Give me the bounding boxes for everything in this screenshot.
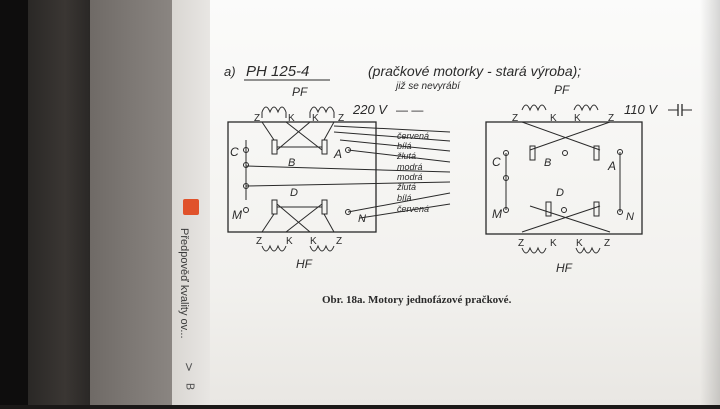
right-hf-coil-1 <box>521 246 547 254</box>
left-letter-m: M <box>232 208 242 222</box>
right-frame <box>485 121 643 235</box>
left-bottom-term-k1: K <box>286 236 293 247</box>
right-pf-coil-2 <box>573 104 599 112</box>
left-hf-label: HF <box>296 257 313 271</box>
left-pf-coil-1 <box>261 106 287 114</box>
side-panel-tab-label[interactable]: Předpověď kvality ov... <box>178 228 190 339</box>
right-top-term-k2: K <box>574 113 581 124</box>
right-bottom-term-z2: Z <box>604 238 610 249</box>
right-letter-d: D <box>556 187 564 199</box>
left-letter-b: B <box>288 157 295 169</box>
wire-label-1: červená <box>397 131 429 141</box>
left-top-term-z1: Z <box>254 113 260 124</box>
right-top-term-z2: Z <box>608 113 614 124</box>
wire-label-7: bílá <box>397 193 412 203</box>
right-letter-n: N <box>626 211 634 223</box>
left-bottom-term-k2: K <box>310 236 317 247</box>
right-letter-a: A <box>607 159 616 173</box>
note-label: (pračkové motorky - stará výroba); <box>368 63 581 79</box>
left-hf-coil-2 <box>309 244 335 252</box>
background-gap <box>28 0 90 405</box>
app-logo-icon[interactable] <box>183 199 199 215</box>
model-label: PH 125-4 <box>246 63 309 80</box>
monitor-bezel <box>0 0 28 405</box>
right-top-term-k1: K <box>550 113 557 124</box>
right-letter-c: C <box>492 155 501 169</box>
left-letter-d: D <box>290 187 298 199</box>
left-top-term-k1: K <box>288 113 295 124</box>
wire-label-6: žlutá <box>396 182 416 192</box>
left-pf-label: PF <box>292 85 308 99</box>
reader-icon[interactable]: B <box>183 382 197 391</box>
left-hf-coil-1 <box>261 244 287 252</box>
right-pf-coil-1 <box>521 104 547 112</box>
left-letter-n: N <box>358 213 366 225</box>
diagram-right: PF Z K K Z 110 V C A B D M N Z K K <box>485 83 692 275</box>
note2-label: již se nevyrábí <box>394 81 461 92</box>
left-voltage-label: 220 V <box>352 102 388 117</box>
heading-label: a) <box>224 64 236 79</box>
wire-label-5: modrá <box>397 172 423 182</box>
right-letter-m: M <box>492 207 502 221</box>
chevron-right-icon[interactable]: > <box>182 361 197 373</box>
left-frame <box>227 121 377 233</box>
wire-label-4: modrá <box>397 162 423 172</box>
right-bottom-term-k1: K <box>550 238 557 249</box>
left-top-term-z2: Z <box>338 113 344 124</box>
left-bottom-term-z1: Z <box>256 236 262 247</box>
right-bottom-term-z1: Z <box>518 238 524 249</box>
right-bottom-term-k2: K <box>576 238 583 249</box>
right-hf-coil-2 <box>575 246 601 254</box>
left-voltage-dash: — — <box>396 103 423 117</box>
right-voltage-label: 110 V <box>624 102 658 117</box>
wire-label-8: červená <box>397 204 429 214</box>
right-top-term-z1: Z <box>512 113 518 124</box>
wire-label-2: bílá <box>397 141 412 151</box>
right-pf-label: PF <box>554 83 570 97</box>
wiring-diagram-figure: a) PH 125-4 (pračkové motorky - stará vý… <box>224 63 692 306</box>
figure-caption: Obr. 18a. Motory jednofázové pračkové. <box>322 294 512 306</box>
sidebar-dark <box>90 0 172 405</box>
wire-colour-legend: červená bílá žlutá modrá modrá žlutá bíl… <box>396 131 429 214</box>
right-letter-b: B <box>544 157 551 169</box>
left-top-term-k2: K <box>312 113 319 124</box>
diagram-left: PF Z K K Z 220 V — — C A B D M N <box>227 85 451 271</box>
right-hf-label: HF <box>556 261 573 275</box>
left-letter-a: A <box>333 147 342 161</box>
screen-edge-shadow <box>700 0 720 405</box>
left-bottom-term-z2: Z <box>336 236 342 247</box>
wire-label-3: žlutá <box>396 151 416 161</box>
left-letter-c: C <box>230 145 239 159</box>
document-page: a) PH 125-4 (pračkové motorky - stará vý… <box>210 0 720 405</box>
left-pf-coil-2 <box>309 106 335 114</box>
